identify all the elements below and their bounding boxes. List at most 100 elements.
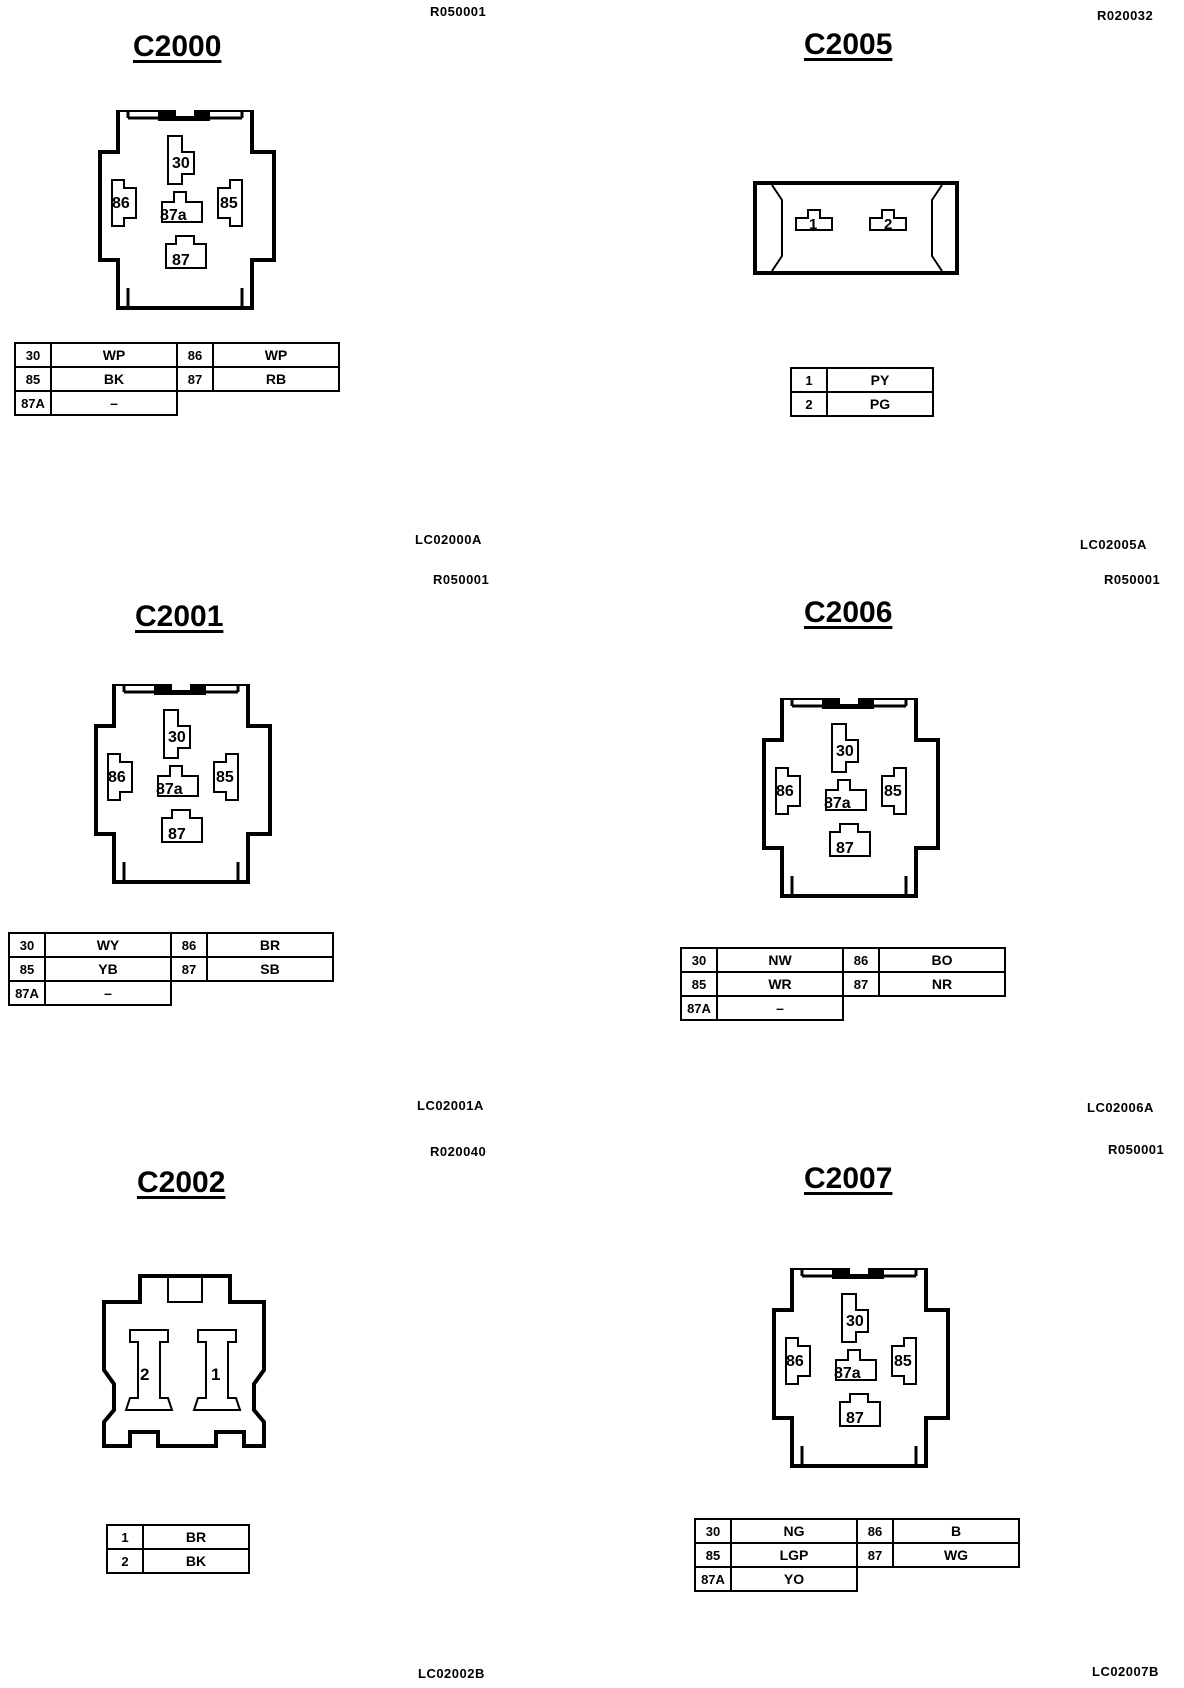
ref-code-top: R050001 (1108, 1142, 1165, 1157)
table-row: 87A YO (694, 1566, 1019, 1592)
connector-panel-c2005: R020032 C2005 1 2 1 PY 2 PG LC02005A (592, 0, 1184, 562)
wire-color: RB (212, 366, 340, 392)
pin-number: 87 (176, 366, 214, 392)
pin-87-label: 87 (168, 826, 186, 843)
wire-color: LGP (730, 1542, 858, 1568)
table-row: 2 BK (106, 1548, 250, 1574)
wire-color: NG (730, 1518, 858, 1544)
pin-number: 2 (106, 1548, 144, 1574)
pin-number: 30 (694, 1518, 732, 1544)
two-pin-connector-face-diagram: 1 2 (753, 181, 959, 275)
pin-number: 1 (106, 1524, 144, 1550)
pin-87a-label: 87a (156, 781, 183, 798)
pin-30-label: 30 (846, 1313, 864, 1330)
pin-87a-label: 87a (824, 795, 851, 812)
wire-color: WG (892, 1542, 1020, 1568)
pin-number: 85 (8, 956, 46, 982)
pin-number: 87A (8, 980, 46, 1006)
table-row: 87A – (680, 995, 1005, 1021)
pin-number: 87 (842, 971, 880, 997)
pin-number: 87A (694, 1566, 732, 1592)
table-row: 87A – (14, 390, 339, 416)
pin-wire-table: 1 PY 2 PG (790, 367, 934, 417)
relay-connector-face-diagram: 30 86 87a 85 87 (762, 698, 940, 898)
wire-color: – (44, 980, 172, 1006)
pin-1-label: 1 (211, 1365, 220, 1384)
connector-title: C2006 (804, 596, 893, 629)
wire-color: PG (826, 391, 934, 417)
pin-number: 1 (790, 367, 828, 393)
wire-color: WR (716, 971, 844, 997)
wire-color: WY (44, 932, 172, 958)
pin-number: 30 (14, 342, 52, 368)
pin-number: 86 (176, 342, 214, 368)
wire-color: BR (142, 1524, 250, 1550)
pin-number: 87A (680, 995, 718, 1021)
pin-86-label: 86 (776, 783, 794, 800)
table-row: 85 BK 87 RB (14, 366, 340, 392)
wire-color: NR (878, 971, 1006, 997)
pin-87-label: 87 (836, 840, 854, 857)
wire-color: B (892, 1518, 1020, 1544)
ref-code-bottom: LC02001A (417, 1098, 484, 1113)
connector-panel-c2006: R050001 C2006 30 86 87a 85 87 30 NW 86 B… (592, 562, 1184, 1124)
ref-code-bottom: LC02007B (1092, 1664, 1159, 1679)
connector-panel-c2007: R050001 C2007 30 86 87a 85 87 30 NG 86 B… (592, 1124, 1184, 1686)
pin-number: 30 (8, 932, 46, 958)
pin-85-label: 85 (894, 1353, 912, 1370)
wire-color: PY (826, 367, 934, 393)
pin-number: 86 (856, 1518, 894, 1544)
wire-color: WP (212, 342, 340, 368)
wire-color: YO (730, 1566, 858, 1592)
wire-color: WP (50, 342, 178, 368)
ref-code-top: R050001 (1104, 572, 1161, 587)
pin-30-label: 30 (168, 729, 186, 746)
connector-title: C2005 (804, 28, 893, 61)
relay-connector-face-diagram: 30 86 87a 85 87 (772, 1268, 950, 1468)
wire-color: BK (142, 1548, 250, 1574)
wire-color: – (716, 995, 844, 1021)
pin-2-label: 2 (140, 1365, 149, 1384)
pin-86-label: 86 (786, 1353, 804, 1370)
pin-87-label: 87 (172, 252, 190, 269)
connector-panel-c2002: R020040 C2002 2 1 1 BR 2 BK LC02002B (0, 1124, 592, 1686)
wire-color: BO (878, 947, 1006, 973)
pin-87a-label: 87a (834, 1365, 861, 1382)
pin-number: 87A (14, 390, 52, 416)
connector-title: C2002 (137, 1166, 226, 1199)
connector-title: C2007 (804, 1162, 893, 1195)
pin-number: 85 (14, 366, 52, 392)
wire-color: BR (206, 932, 334, 958)
table-row: 30 WP 86 WP (14, 342, 340, 368)
table-row: 30 NW 86 BO (680, 947, 1006, 973)
ref-code-bottom: LC02006A (1087, 1100, 1154, 1115)
pin-number: 87 (170, 956, 208, 982)
relay-connector-face-diagram: 30 86 87a 85 87 (94, 684, 272, 884)
table-row: 85 YB 87 SB (8, 956, 334, 982)
pin-number: 2 (790, 391, 828, 417)
connector-title: C2001 (135, 600, 224, 633)
wire-color: – (50, 390, 178, 416)
table-row: 2 PG (790, 391, 934, 417)
ref-code-top: R050001 (433, 572, 490, 587)
connector-title: C2000 (133, 30, 222, 63)
pin-number: 87 (856, 1542, 894, 1568)
pin-30-label: 30 (836, 743, 854, 760)
table-row: 85 WR 87 NR (680, 971, 1006, 997)
pin-85-label: 85 (216, 769, 234, 786)
pin-wire-table: 30 WY 86 BR 85 YB 87 SB 87A – (8, 932, 334, 1006)
pin-wire-table: 30 NG 86 B 85 LGP 87 WG 87A YO (694, 1518, 1020, 1592)
pin-number: 86 (842, 947, 880, 973)
wire-color: SB (206, 956, 334, 982)
pin-wire-table: 30 WP 86 WP 85 BK 87 RB 87A – (14, 342, 340, 416)
pin-number: 86 (170, 932, 208, 958)
pin-number: 85 (680, 971, 718, 997)
connector-panel-c2001: R050001 C2001 30 86 87a 85 87 30 WY 86 B… (0, 562, 592, 1124)
wire-color: BK (50, 366, 178, 392)
pin-85-label: 85 (220, 195, 238, 212)
table-row: 85 LGP 87 WG (694, 1542, 1020, 1568)
ref-code-top: R050001 (430, 4, 487, 19)
table-row: 87A – (8, 980, 333, 1006)
table-row: 30 WY 86 BR (8, 932, 334, 958)
ref-code-top: R020040 (430, 1144, 487, 1159)
